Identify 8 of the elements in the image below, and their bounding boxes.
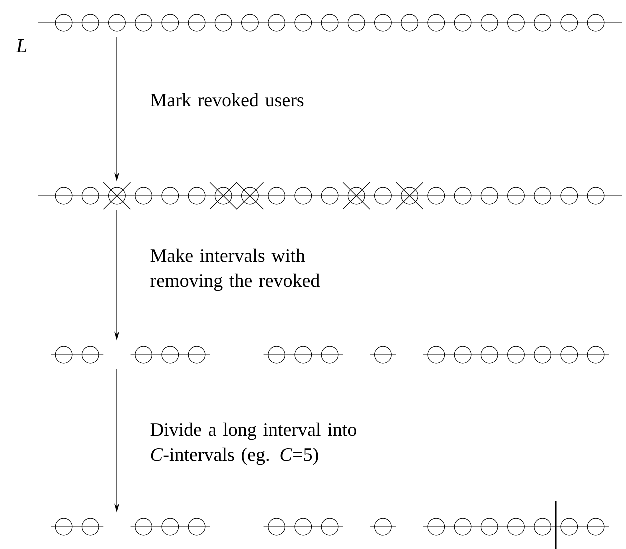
circle-row-drawing: [50, 501, 610, 549]
circle-row-drawing: [38, 14, 622, 32]
axis-label: L: [16, 39, 27, 53]
edge-label: Divide a long interval into C-intervals (eg. C=5): [150, 422, 356, 466]
edge-label: Make intervals with removing the revoked: [150, 248, 320, 292]
circle-row-drawing: [50, 346, 610, 364]
circle-row-drawing: [38, 182, 622, 210]
edge-label: Mark revoked users: [150, 93, 304, 107]
